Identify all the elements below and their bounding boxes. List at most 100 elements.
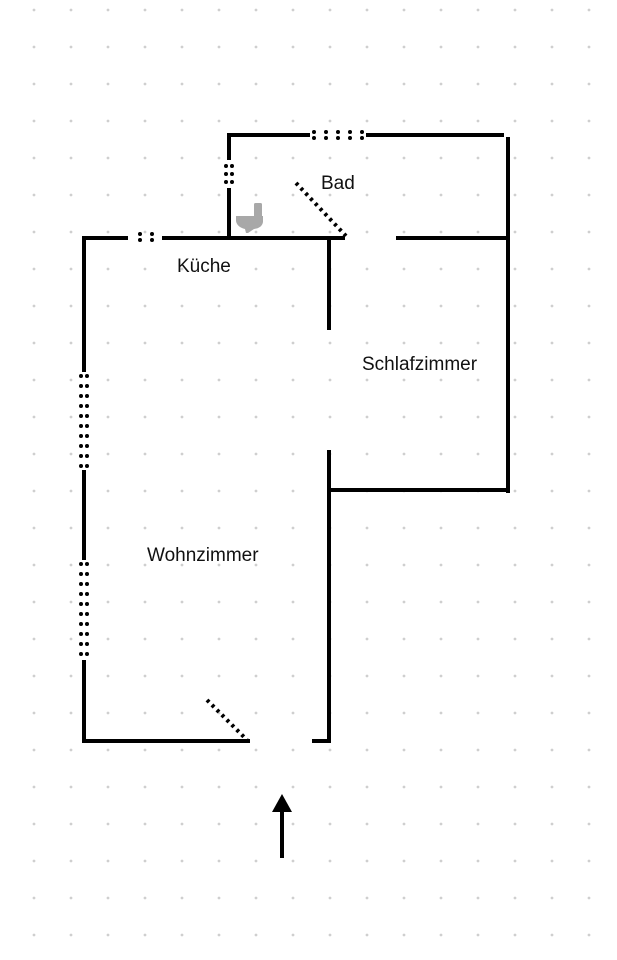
- grid-dot: [328, 822, 332, 826]
- grid-dot: [587, 637, 591, 641]
- grid-dot: [106, 748, 110, 752]
- grid-dot: [439, 156, 443, 160]
- window-dot: [79, 374, 83, 378]
- grid-dot: [69, 45, 73, 49]
- grid-dot: [587, 526, 591, 530]
- window-dot: [85, 394, 89, 398]
- window-dot: [79, 582, 83, 586]
- grid-dot: [32, 674, 36, 678]
- grid-dot: [217, 304, 221, 308]
- grid-dot: [32, 82, 36, 86]
- grid-dot: [217, 822, 221, 826]
- grid-dot: [513, 859, 517, 863]
- grid-dot: [254, 711, 258, 715]
- grid-dot: [550, 933, 554, 937]
- grid-dot: [402, 45, 406, 49]
- grid-dot: [106, 156, 110, 160]
- grid-dot: [69, 822, 73, 826]
- grid-dot: [254, 193, 258, 197]
- grid-dot: [180, 267, 184, 271]
- grid-dot: [106, 415, 110, 419]
- grid-dot: [513, 748, 517, 752]
- grid-dot: [402, 8, 406, 12]
- grid-dot: [180, 193, 184, 197]
- grid-dot: [550, 8, 554, 12]
- grid-dot: [513, 674, 517, 678]
- grid-dot: [587, 674, 591, 678]
- grid-dot: [365, 896, 369, 900]
- grid-dot: [69, 230, 73, 234]
- grid-dot: [513, 415, 517, 419]
- window-dot: [150, 238, 154, 242]
- grid-dot: [69, 600, 73, 604]
- grid-dot: [402, 896, 406, 900]
- grid-dot: [32, 896, 36, 900]
- grid-dot: [587, 452, 591, 456]
- grid-dot: [106, 600, 110, 604]
- window-dot: [85, 414, 89, 418]
- grid-dot: [291, 785, 295, 789]
- grid-dot: [587, 822, 591, 826]
- window-dot: [230, 172, 234, 176]
- grid-dot: [328, 933, 332, 937]
- room-label-schlafzimmer: Schlafzimmer: [362, 354, 478, 375]
- window-dot: [312, 136, 316, 140]
- grid-dot: [550, 489, 554, 493]
- grid-dot: [69, 378, 73, 382]
- grid-dot: [365, 785, 369, 789]
- grid-dot: [143, 563, 147, 567]
- grid-dot: [69, 785, 73, 789]
- grid-dot: [180, 526, 184, 530]
- grid-dot: [550, 822, 554, 826]
- grid-dot: [402, 304, 406, 308]
- grid-dot: [513, 341, 517, 345]
- window-dot: [79, 602, 83, 606]
- entrance-arrow-icon: [272, 794, 292, 858]
- grid-dot: [291, 933, 295, 937]
- toilet-icon: [236, 203, 263, 233]
- grid-dot: [550, 711, 554, 715]
- grid-dot: [513, 896, 517, 900]
- grid-dot: [439, 933, 443, 937]
- grid-dot: [143, 8, 147, 12]
- grid-dot: [143, 711, 147, 715]
- grid-dot: [365, 748, 369, 752]
- grid-dot: [513, 267, 517, 271]
- window-dot: [85, 384, 89, 388]
- window-dot: [324, 136, 328, 140]
- grid-dot: [402, 341, 406, 345]
- grid-dot: [180, 378, 184, 382]
- grid-dot: [439, 896, 443, 900]
- grid-dot: [476, 452, 480, 456]
- grid-dot: [439, 341, 443, 345]
- grid-dot: [513, 193, 517, 197]
- grid-dot: [587, 563, 591, 567]
- grid-dot: [439, 600, 443, 604]
- grid-dot: [476, 341, 480, 345]
- grid-dot: [106, 304, 110, 308]
- grid-dot: [180, 452, 184, 456]
- grid-dot: [69, 82, 73, 86]
- grid-dot: [476, 896, 480, 900]
- grid-dot: [476, 304, 480, 308]
- grid-dot: [254, 82, 258, 86]
- grid-dot: [476, 748, 480, 752]
- grid-dot: [217, 452, 221, 456]
- grid-dot: [328, 859, 332, 863]
- grid-dot: [328, 45, 332, 49]
- grid-dot: [587, 267, 591, 271]
- window-dot: [79, 394, 83, 398]
- windows: [79, 130, 364, 656]
- grid-dot: [550, 600, 554, 604]
- grid-dot: [32, 822, 36, 826]
- grid-dot: [69, 896, 73, 900]
- grid-dot: [439, 859, 443, 863]
- window-dot: [138, 238, 142, 242]
- grid-dot: [69, 674, 73, 678]
- grid-dot: [143, 193, 147, 197]
- grid-dot: [32, 785, 36, 789]
- grid-dot: [180, 8, 184, 12]
- grid-dot: [402, 119, 406, 123]
- grid-dot: [365, 711, 369, 715]
- window-dot: [85, 434, 89, 438]
